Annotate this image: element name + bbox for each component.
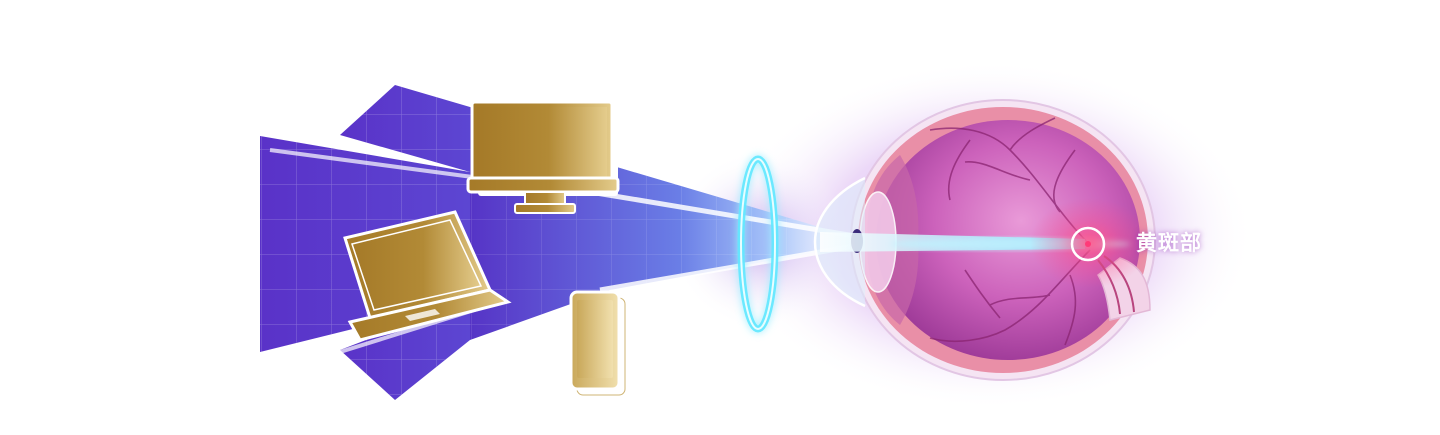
monitor-icon <box>466 100 620 214</box>
eyeball <box>813 99 1156 381</box>
blue-light-filter-ring <box>737 155 779 333</box>
smartphone-icon <box>569 290 626 396</box>
macula-label: 黄斑部 <box>1136 231 1202 255</box>
laptop-icon <box>343 210 512 342</box>
macula-marker <box>1030 198 1150 288</box>
